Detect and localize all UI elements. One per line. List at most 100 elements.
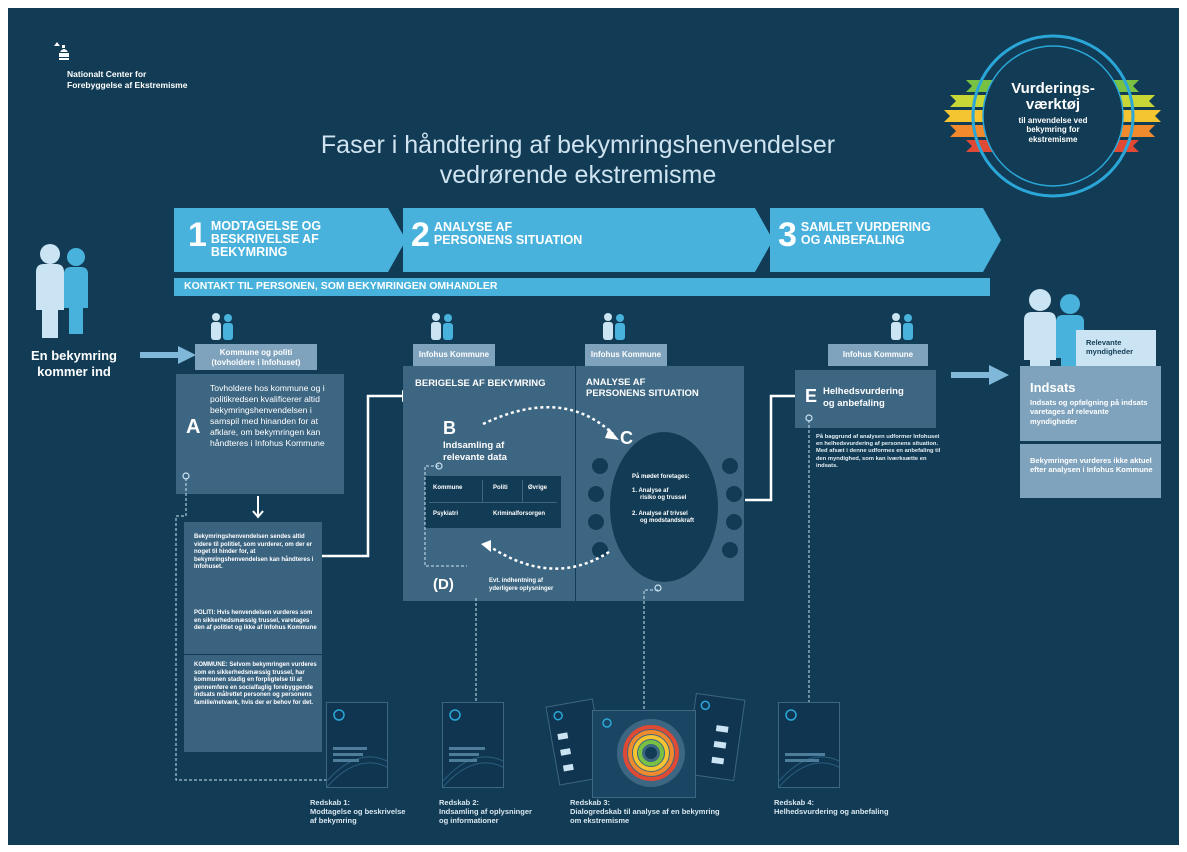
box-c-item-2a: 2. Analyse af trivsel: [632, 510, 688, 517]
tool-2-booklet: [442, 702, 504, 788]
tool-3-title: Redskab 3:: [570, 798, 611, 807]
tag-kommune-politi: Kommune og politi (tovholdere i Infohuse…: [195, 344, 317, 370]
arrow-right-icon: [140, 346, 196, 364]
tool-3-kit: [544, 692, 754, 802]
title-line-1: Faser i håndtering af bekymringshenvende…: [320, 131, 836, 159]
seat-right-3: [726, 514, 742, 530]
box-c-letter: C: [620, 428, 633, 448]
phase-1-number: 1: [188, 216, 207, 254]
box-b-sub-2: relevante data: [443, 451, 507, 463]
box-c-item-1b: risiko og trussel: [640, 495, 687, 501]
people-small-icon-e: [891, 313, 913, 340]
tool-4-line-1: Helhedsvurdering og anbefaling: [774, 807, 889, 816]
logo-line-2: Forebyggelse af Ekstremisme: [67, 79, 188, 90]
crown-logo-icon: [48, 38, 78, 68]
tool-3-line-2: om ekstremisme: [570, 816, 630, 825]
phase-2-number: 2: [411, 216, 430, 254]
seat-right-1: [722, 458, 738, 474]
box-a2-paragraph-1: Bekymringshenvendelsen sendes altid vide…: [194, 534, 314, 570]
tool-3-board: [592, 710, 696, 798]
tool-1-title: Redskab 1:: [310, 798, 351, 807]
assessment-tool-badge: Vurderings- værktøj til anvendelse ved b…: [936, 18, 1171, 198]
poster: Nationalt Center for Forebyggelse af Eks…: [8, 8, 1179, 845]
tool-4-caption: Redskab 4: Helhedsvurdering og anbefalin…: [774, 798, 914, 816]
box-c-item-2b: og modstandskraft: [640, 518, 695, 524]
box-c: ANALYSE AF PERSONENS SITUATION C På møde…: [576, 366, 744, 601]
logo-text: Nationalt Center for Forebyggelse af Eks…: [67, 69, 187, 90]
phase-2-title-2: PERSONENS SITUATION: [433, 233, 583, 248]
concern-enters-label: En bekymring kommer ind: [24, 348, 124, 379]
badge-title-1: Vurderings-: [1011, 80, 1095, 97]
phase-2-title-1: ANALYSE AF: [433, 220, 513, 234]
box-c-header-2: PERSONENS SITUATION: [586, 387, 699, 399]
box-indsats: Indsats Indsats og opfølgning på indsats…: [1020, 366, 1161, 441]
tool-3-line-1: Dialogredskab til analyse af en bekymrin…: [570, 807, 720, 816]
tag-infohus-b: Infohus Kommune: [413, 344, 495, 366]
tool-1-caption: Redskab 1: Modtagelse og beskrivelse af …: [310, 798, 430, 825]
people-icon: [36, 244, 88, 338]
meeting-table: [610, 432, 718, 582]
tag-kommune-politi-line-1: Kommune og politi: [219, 348, 293, 357]
tag-infohus-c: Infohus Kommune: [585, 344, 667, 366]
tag-relevante-line-1: Relevante: [1086, 338, 1122, 347]
seat-left-1: [592, 458, 608, 474]
box-d-text-1: Evt. indhentning af: [489, 578, 543, 584]
cell-ovrige: Øvrige: [528, 485, 548, 491]
tool-1-line-2: af bekymring: [310, 816, 357, 825]
tool-1-line-1: Modtagelse og beskrivelse: [310, 807, 406, 816]
badge-title-2: værktøj: [1025, 95, 1081, 113]
tool-3-card-right: [684, 692, 746, 782]
tool-2-line-2: og informationer: [439, 816, 499, 825]
people-small-icon-c: [603, 313, 625, 340]
contact-bar-label: KONTAKT TIL PERSONEN, SOM BEKYMRINGEN OM…: [184, 280, 498, 292]
box-e-text: På baggrund af analysen udformer Infohus…: [816, 434, 941, 469]
box-d-text-2: yderligere oplysninger: [489, 585, 554, 592]
seat-left-2: [588, 486, 604, 502]
badge-sub-1: til anvendelse ved: [1018, 115, 1088, 125]
box-b: BERIGELSE AF BEKYMRING B Indsamling af r…: [403, 366, 575, 601]
cell-politi: Politi: [493, 485, 508, 491]
cycle-arrows: [424, 405, 619, 570]
indsats-text: Indsats og opfølgning på indsats varetag…: [1030, 398, 1148, 426]
phase-3: 3 SAMLET VURDERING OG ANBEFALING: [778, 218, 931, 252]
box-b-sub-1: Indsamling af: [443, 440, 505, 451]
box-a2-paragraph-3: KOMMUNE: Selvom bekymringen vurderes som…: [194, 662, 317, 706]
tool-4-title: Redskab 4:: [774, 798, 815, 807]
tool-2-title: Redskab 2:: [439, 798, 480, 807]
page-title: Faser i håndtering af bekymringshenvende…: [238, 130, 918, 190]
badge-sub-2: bekymring for: [1026, 125, 1080, 135]
tool-4-booklet: [778, 702, 840, 788]
arrow-down-icon: [252, 496, 264, 519]
seat-right-4: [722, 542, 738, 558]
box-a2-paragraph-2: POLITI: Hvis henvendelsen vurderes som e…: [194, 610, 317, 631]
tag-relevante-line-2: myndigheder: [1086, 347, 1134, 356]
phase-2: 2 ANALYSE AF PERSONENS SITUATION: [411, 218, 582, 252]
tag-infohus-e: Infohus Kommune: [828, 344, 928, 366]
not-relevant-text: Bekymringen vurderes ikke aktuel efter a…: [1030, 456, 1153, 475]
box-e: E Helhedsvurdering og anbefaling: [795, 370, 936, 428]
cell-kriminalforsorgen: Kriminalforsorgen: [493, 511, 546, 517]
box-e-title-1: Helhedsvurdering: [823, 386, 904, 397]
tool-1-booklet: [326, 702, 388, 788]
people-small-icon-a: [211, 313, 233, 340]
phase-1: 1 MODTAGELSE OG BESKRIVELSE AF BEKYMRING: [188, 218, 321, 259]
seat-left-3: [588, 514, 604, 530]
data-source-table: Kommune Politi Øvrige Psykiatri Kriminal…: [425, 476, 561, 528]
logo-line-1: Nationalt Center for: [67, 69, 147, 79]
phase-1-title-2: BESKRIVELSE AF: [210, 232, 319, 247]
tool-2-caption: Redskab 2: Indsamling af oplysninger og …: [439, 798, 559, 825]
phase-3-title-2: OG ANBEFALING: [800, 233, 905, 248]
seat-right-2: [726, 486, 742, 502]
phase-3-number: 3: [778, 216, 797, 254]
box-d-letter: (D): [433, 576, 454, 593]
box-e-letter: E: [805, 386, 818, 406]
seat-left-4: [592, 542, 608, 558]
indsats-title: Indsats: [1030, 380, 1076, 395]
arrow-right-icon-2: [951, 365, 1009, 385]
title-line-2: vedrørende ekstremisme: [439, 161, 717, 189]
box-c-item-1a: 1. Analyse af: [632, 487, 669, 494]
phase-3-title-1: SAMLET VURDERING: [800, 220, 931, 234]
phase-arrows: [174, 208, 1001, 296]
tool-3-caption: Redskab 3: Dialogredskab til analyse af …: [570, 798, 760, 825]
concern-line-1: En bekymring: [31, 348, 117, 363]
